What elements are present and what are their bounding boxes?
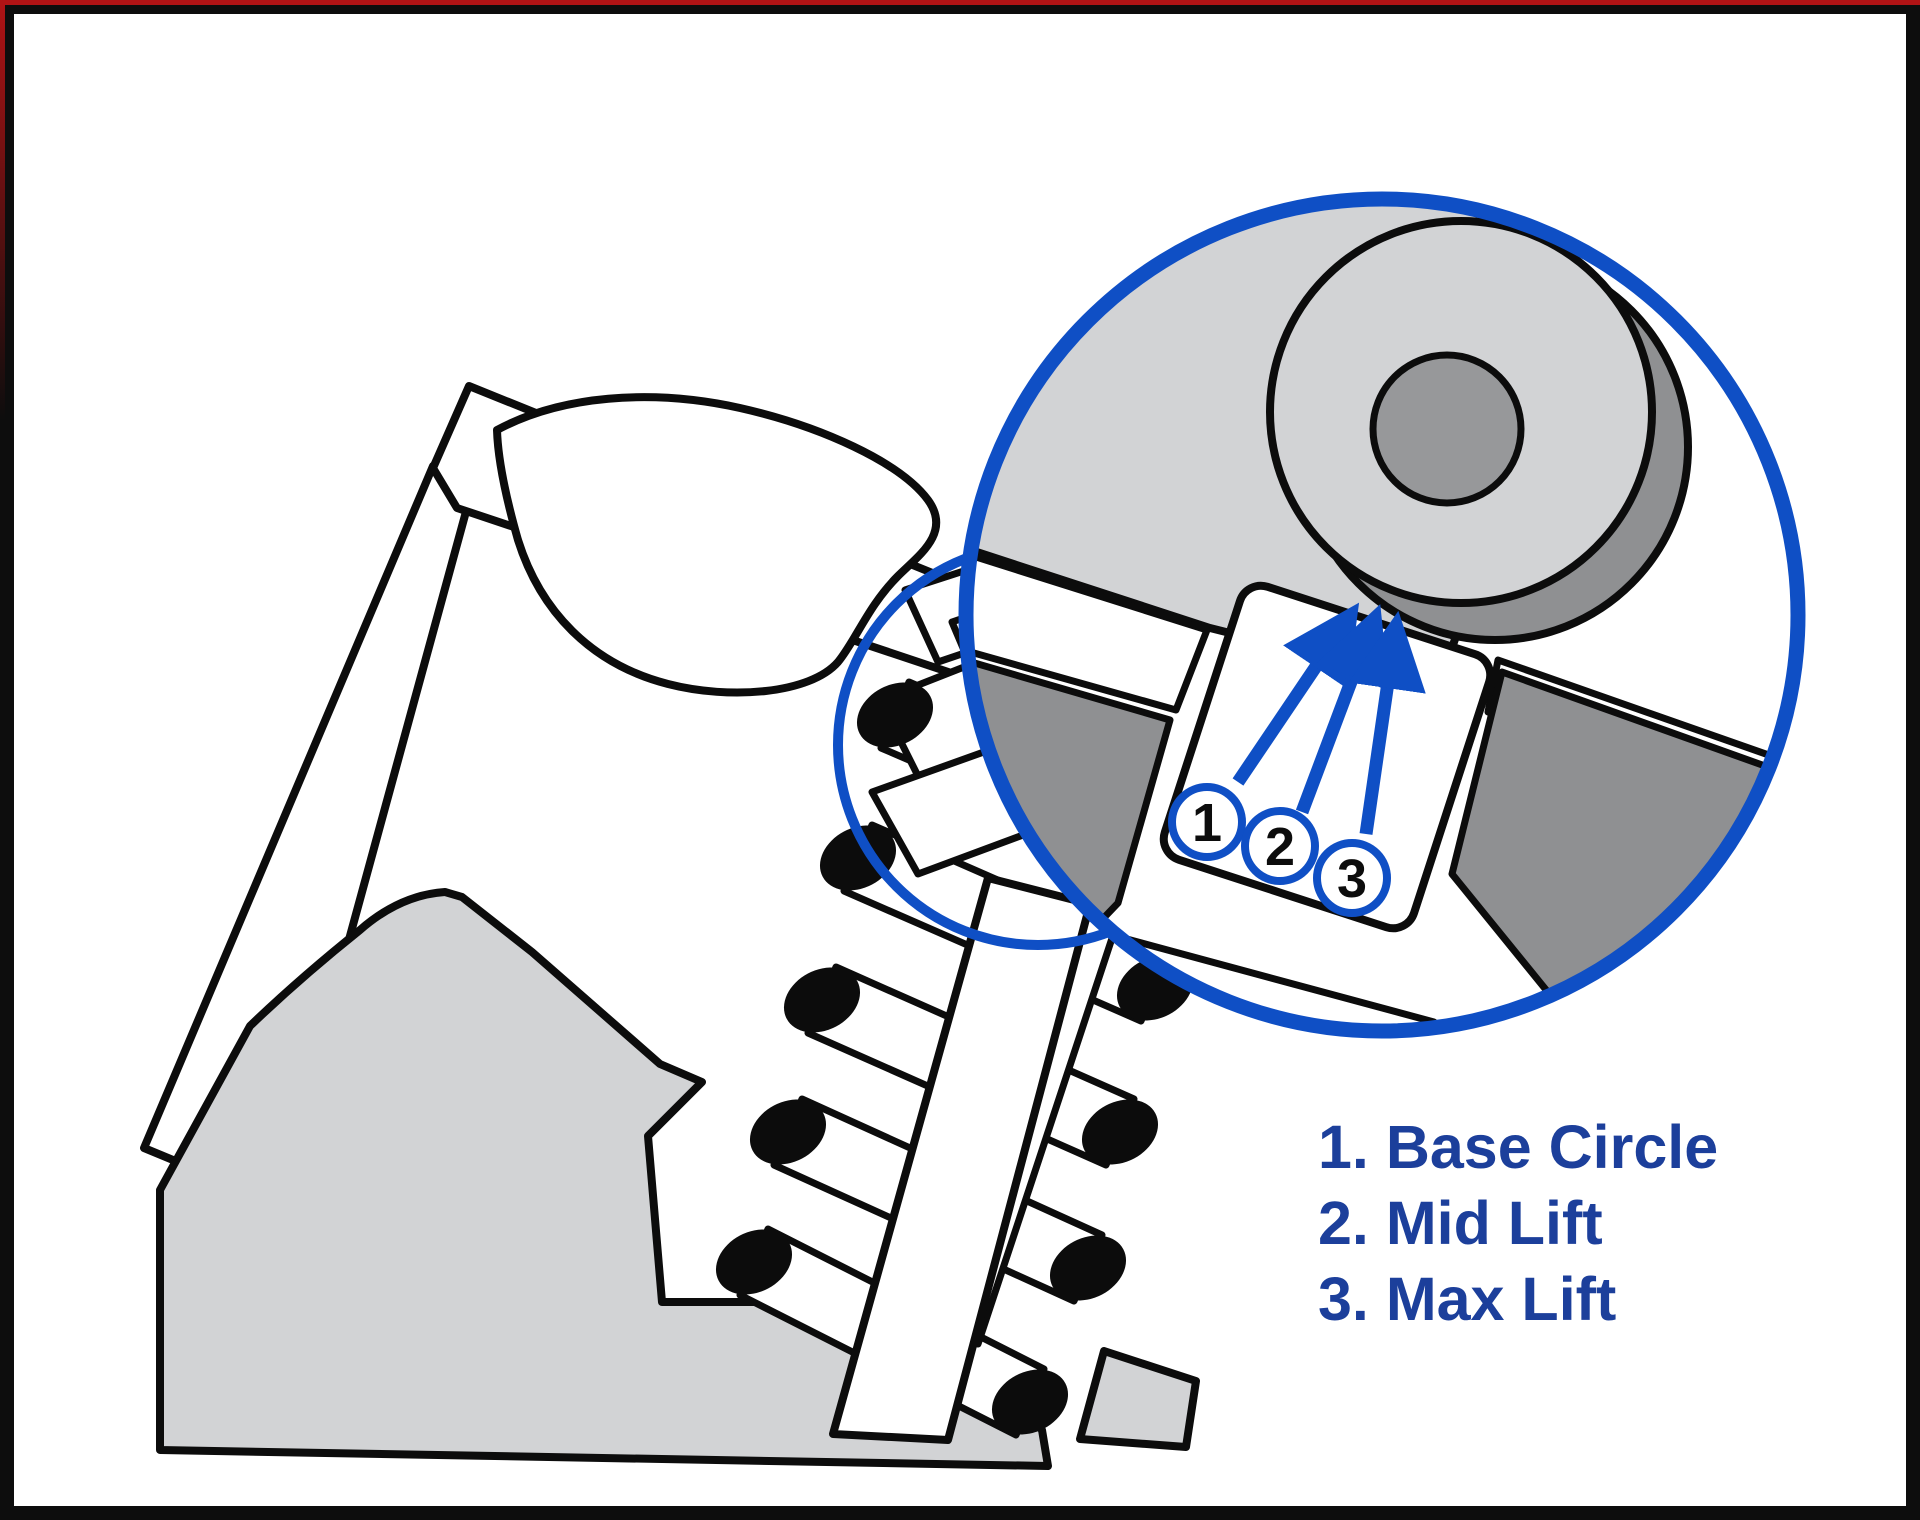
lower-port-wall xyxy=(1076,1347,1200,1451)
legend-item-max-lift: 3. Max Lift xyxy=(1318,1265,1616,1333)
wire-section xyxy=(715,1229,793,1295)
wire-section xyxy=(991,1369,1069,1435)
pointer-arrows xyxy=(1232,602,1426,835)
legend-item-mid-lift: 2. Mid Lift xyxy=(1318,1189,1603,1257)
wire-section xyxy=(1049,1235,1127,1301)
wire-section xyxy=(856,682,934,748)
callout-circle-1 xyxy=(1168,783,1246,861)
legend-item-base-circle: 1. Base Circle xyxy=(1318,1113,1718,1181)
chamber-dome xyxy=(493,393,941,697)
callout-number-1: 1 xyxy=(1192,793,1222,853)
wire-section xyxy=(1081,1099,1159,1165)
arrow-max-lift xyxy=(1348,610,1426,835)
valve-stem xyxy=(829,874,1094,1444)
callout-number-3: 3 xyxy=(1337,849,1367,909)
frame-red-top-edge xyxy=(0,0,1920,5)
frame-red-left-edge xyxy=(0,0,5,420)
callout-number-2: 2 xyxy=(1265,817,1295,877)
callout-circle-2 xyxy=(1241,807,1319,885)
legend: 1. Base Circle 2. Mid Lift 3. Max Lift xyxy=(1318,1113,1718,1333)
callout-markers: 1 2 3 xyxy=(1168,783,1391,917)
lens-rim xyxy=(958,191,1806,1039)
callout-circle-3 xyxy=(1313,839,1391,917)
wire-section xyxy=(783,967,861,1033)
head-cross-section xyxy=(140,382,1266,1470)
roller-axle xyxy=(1369,351,1525,507)
wire-section xyxy=(749,1099,827,1165)
bridge-surface-left xyxy=(966,541,1211,714)
wire-section xyxy=(819,825,897,891)
